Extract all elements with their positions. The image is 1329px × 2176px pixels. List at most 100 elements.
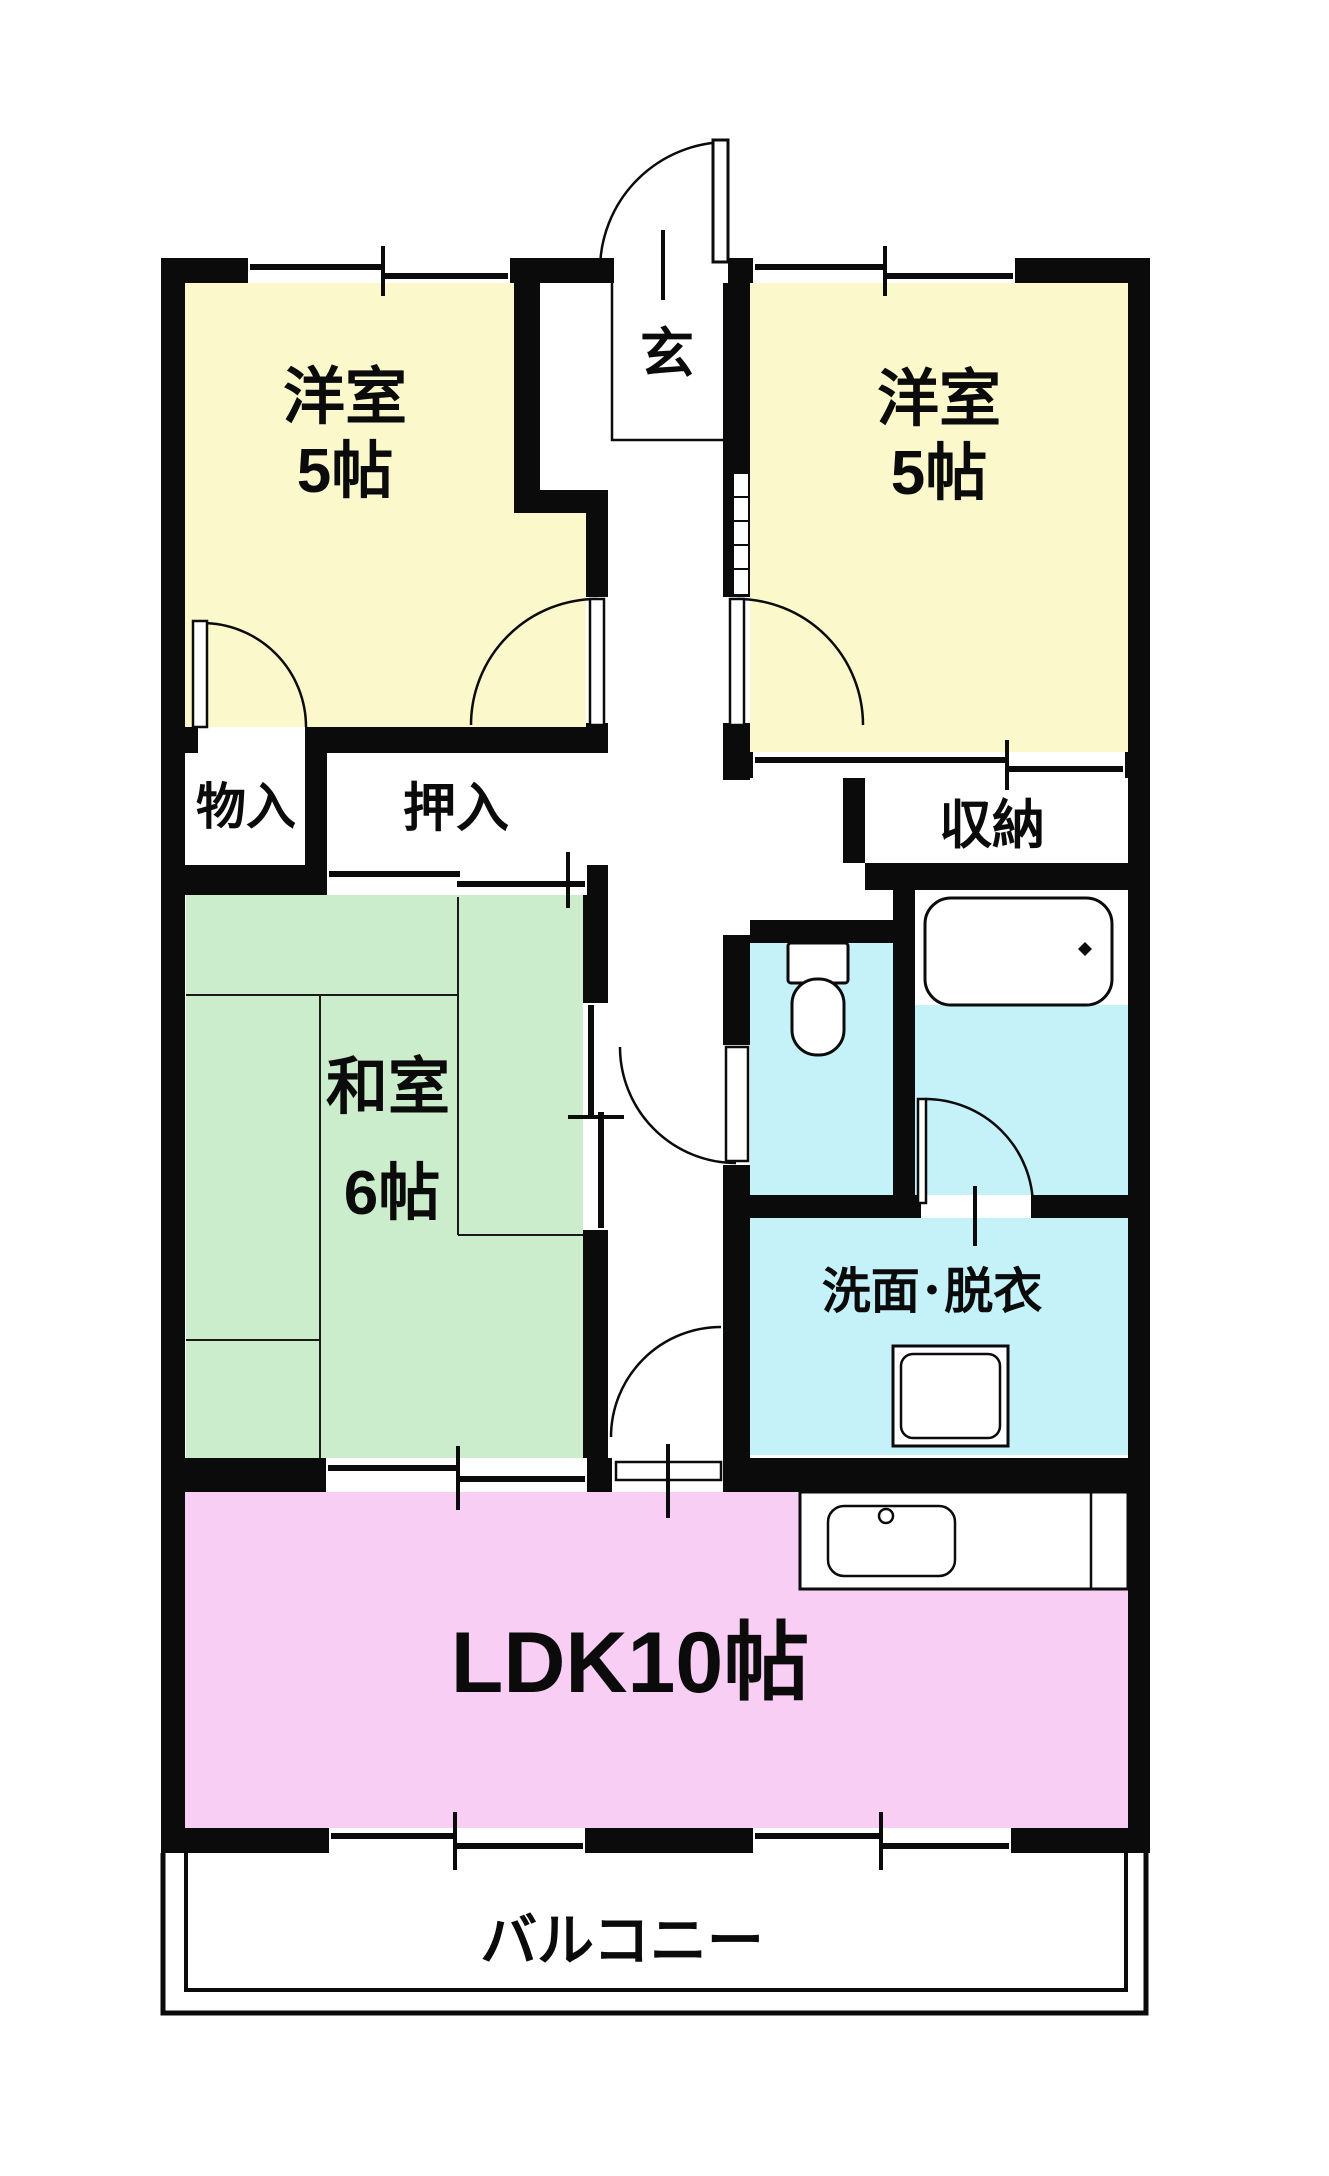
slider-tick bbox=[568, 1115, 624, 1119]
wall-segment bbox=[893, 863, 915, 1195]
tatami-lines bbox=[186, 897, 583, 1460]
window-sash bbox=[250, 264, 383, 270]
bedroom-right-door bbox=[728, 597, 865, 727]
slider-tick bbox=[456, 1446, 460, 1510]
door-tick bbox=[661, 230, 665, 300]
faucet-icon bbox=[877, 1507, 895, 1525]
bedroom-right-size: 5帖 bbox=[891, 439, 987, 508]
kitchen-sink bbox=[826, 1504, 957, 1578]
window-top-right bbox=[753, 246, 1015, 296]
closet-label: 押入 bbox=[403, 779, 509, 838]
slider-panel bbox=[1007, 766, 1123, 772]
bathtub-drain-icon bbox=[1078, 942, 1092, 956]
closet-slider bbox=[327, 852, 587, 908]
toilet-fixture bbox=[786, 941, 850, 1057]
door-leaf bbox=[588, 597, 606, 727]
window-sash bbox=[381, 273, 508, 279]
bedroom-left-label: 洋室 bbox=[283, 363, 407, 432]
washroom-label: 洗面･脱衣 bbox=[822, 1265, 1043, 1319]
wall-segment bbox=[1128, 258, 1150, 1853]
japanese-room-label: 和室 bbox=[326, 1053, 450, 1122]
wall-segment bbox=[514, 277, 540, 513]
fixtures bbox=[786, 896, 1130, 1591]
slider-tick bbox=[566, 852, 570, 908]
bedroom-left-floor bbox=[185, 283, 586, 727]
washing-machine bbox=[891, 1344, 1010, 1448]
storage-small-door bbox=[191, 619, 308, 729]
slider-panel bbox=[457, 881, 585, 887]
ldk-label: LDK10帖 bbox=[451, 1615, 809, 1711]
wall-segment bbox=[750, 920, 893, 943]
bathtub-body bbox=[923, 896, 1114, 1007]
bedroom-left-door bbox=[469, 597, 606, 727]
door-leaf bbox=[191, 619, 209, 729]
door-leaf bbox=[711, 138, 730, 264]
slider-panel bbox=[457, 1476, 585, 1482]
cabinet-body bbox=[732, 472, 750, 596]
window-sash bbox=[755, 264, 885, 270]
bedroom-right-label: 洋室 bbox=[877, 365, 1001, 434]
window-sash bbox=[755, 1833, 883, 1839]
toilet-bowl bbox=[790, 977, 846, 1057]
japanese-room-slider bbox=[326, 1446, 587, 1510]
window-sash bbox=[883, 273, 1013, 279]
ldk-door bbox=[609, 1325, 723, 1518]
doors bbox=[191, 138, 1035, 1518]
wall-segment bbox=[161, 258, 185, 1853]
door-tick bbox=[973, 1186, 977, 1246]
balcony-inner-rail bbox=[184, 1853, 1128, 1992]
entrance-label: 玄 bbox=[640, 324, 694, 384]
bathroom-door bbox=[916, 1097, 1035, 1246]
door-arc bbox=[618, 1046, 737, 1165]
corridor-slider bbox=[568, 1005, 624, 1228]
washer-body bbox=[899, 1352, 1002, 1440]
japanese-room-floor bbox=[186, 895, 583, 1460]
window-center-tick bbox=[381, 246, 385, 296]
window-center-tick bbox=[879, 1812, 883, 1870]
door-leaf bbox=[728, 597, 746, 727]
window-sash bbox=[331, 1833, 457, 1839]
slider-panel bbox=[329, 871, 460, 877]
door-arc bbox=[469, 597, 598, 726]
door-arc bbox=[924, 1097, 1035, 1208]
wall-segment bbox=[514, 490, 608, 513]
door-arc bbox=[598, 140, 729, 271]
slider-panel bbox=[328, 1465, 459, 1471]
slider-panel bbox=[755, 757, 1009, 763]
window-center-tick bbox=[453, 1812, 457, 1870]
balcony-outer-rail bbox=[160, 1853, 1149, 2016]
opening bbox=[614, 258, 728, 283]
door-leaf bbox=[916, 1097, 928, 1205]
door-arc bbox=[201, 621, 308, 728]
toilet-door bbox=[618, 1045, 750, 1165]
window-sash bbox=[881, 1843, 1009, 1849]
bathtub bbox=[923, 896, 1114, 1007]
opening bbox=[198, 727, 305, 753]
japanese-room-size: 6帖 bbox=[344, 1159, 440, 1228]
bedroom-right-floor bbox=[750, 283, 1128, 752]
balcony-rails bbox=[160, 1853, 1149, 2016]
door-arc bbox=[736, 597, 865, 726]
slider-tick bbox=[1005, 740, 1009, 790]
window-center-tick bbox=[883, 246, 887, 296]
toilet-tank bbox=[786, 941, 850, 985]
storage-label: 収納 bbox=[939, 796, 1045, 855]
slider-frame bbox=[753, 752, 1125, 778]
labels: 洋室 5帖 洋室 5帖 玄 物入 押入 収納 和室 6帖 洗面･脱衣 LDK10… bbox=[196, 324, 1045, 1973]
slider-frame bbox=[327, 865, 587, 895]
door-arc bbox=[609, 1325, 722, 1438]
bathroom-floor bbox=[915, 1005, 1128, 1195]
balcony-slider-right bbox=[753, 1812, 1011, 1870]
wall-segment bbox=[305, 748, 327, 865]
entrance-step-line bbox=[610, 283, 723, 442]
slider-panel bbox=[588, 1005, 594, 1119]
bedroom-right-slider bbox=[753, 740, 1125, 790]
storage-small-label: 物入 bbox=[196, 779, 296, 835]
shoe-cabinet bbox=[732, 472, 750, 596]
entrance-door bbox=[598, 138, 730, 300]
door-tick bbox=[666, 1444, 670, 1518]
window-frame bbox=[248, 258, 510, 283]
balcony-slider-left bbox=[329, 1812, 585, 1870]
